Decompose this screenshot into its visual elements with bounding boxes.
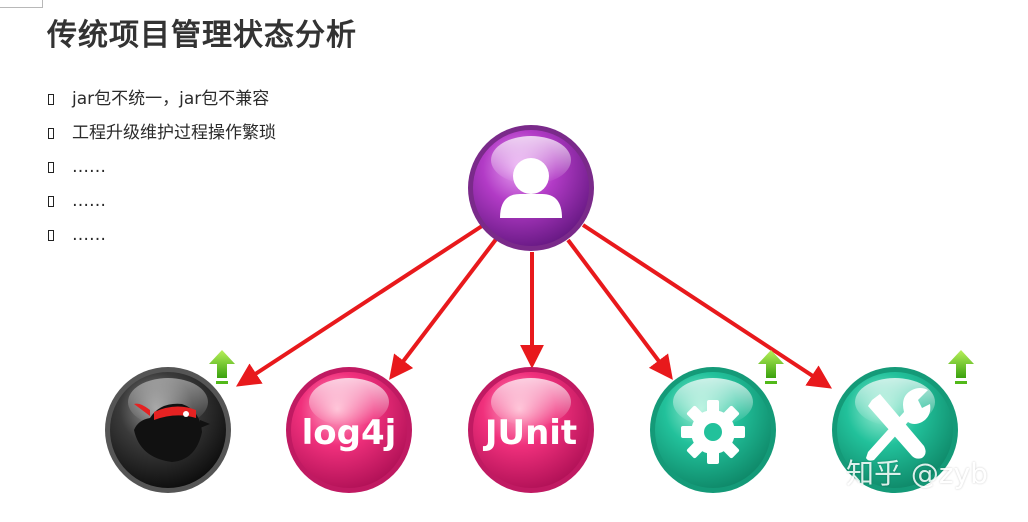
bullet-text: …… — [72, 191, 106, 211]
bullet-text: 工程升级维护过程操作繁琐 — [72, 123, 276, 143]
arrow-to-gear — [566, 238, 673, 380]
bullet-marker — [48, 94, 54, 105]
node-label-junit: JUnit — [483, 413, 577, 453]
bullet-text: …… — [72, 225, 106, 245]
bullet-marker — [48, 230, 54, 241]
node-label-log4j: log4j — [302, 413, 397, 453]
wrench-screwdriver-icon — [866, 388, 931, 461]
corner-mark — [0, 0, 43, 8]
node-ninja — [105, 367, 231, 493]
upgrade-arrow-ninja — [209, 350, 235, 384]
node-log4j: log4j — [286, 367, 412, 493]
bullet-item: 工程升级维护过程操作繁琐 — [46, 118, 276, 152]
node-gear — [650, 367, 776, 493]
arrow-to-log4j — [389, 236, 499, 380]
bullet-list: jar包不统一，jar包不兼容 工程升级维护过程操作繁琐 …… …… …… — [46, 84, 276, 254]
bullet-item: …… — [46, 220, 276, 254]
node-junit: JUnit — [468, 367, 594, 493]
bullet-marker — [48, 196, 54, 207]
gear-icon — [681, 400, 745, 464]
arrow-to-ninja — [235, 224, 484, 387]
center-node — [468, 125, 594, 251]
bullet-item: …… — [46, 186, 276, 220]
arrow-to-tools — [581, 223, 833, 389]
watermark: 知乎 @zyb — [846, 457, 988, 490]
arrows — [235, 223, 833, 389]
ninja-bird-icon — [134, 403, 210, 462]
bullet-marker — [48, 128, 54, 139]
bullet-item: …… — [46, 152, 276, 186]
upgrade-arrow-gear — [758, 350, 784, 384]
slide-title: 传统项目管理状态分析 — [47, 18, 357, 53]
bullet-text: …… — [72, 157, 106, 177]
node-tools — [832, 367, 958, 493]
bullet-item: jar包不统一，jar包不兼容 — [46, 84, 276, 118]
user-icon — [500, 158, 562, 218]
upgrade-arrow-tools — [948, 350, 974, 384]
bullet-text: jar包不统一，jar包不兼容 — [72, 89, 270, 109]
bullet-marker — [48, 162, 54, 173]
